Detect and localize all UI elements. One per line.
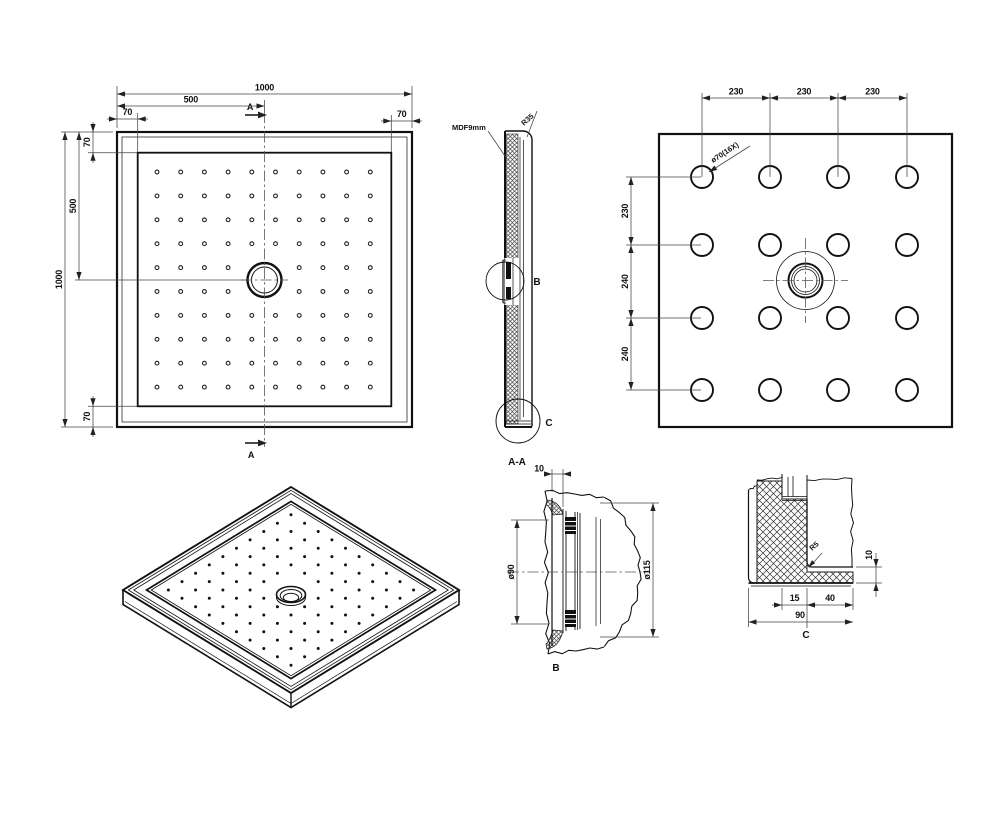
radius-callout-r35: R35 xyxy=(519,112,535,128)
dim-hole-spacing: 240 xyxy=(620,347,630,362)
section-marker-top: A xyxy=(245,102,267,119)
dim-edge-left-bottom: 70 xyxy=(82,412,92,422)
bottom-view-dim-arrows xyxy=(628,95,907,390)
radius-callout-r5: R5 xyxy=(808,539,821,552)
detail-b-dim-lines xyxy=(511,469,659,638)
detail-b-dim-arrows xyxy=(514,471,656,637)
dim-edge-top-right: 70 xyxy=(397,109,407,119)
detail-c-dim-arrows xyxy=(748,559,879,625)
section-marker-bottom: A xyxy=(245,439,267,460)
section-label: A-A xyxy=(508,457,526,468)
dim-hole-spacing: 240 xyxy=(620,274,630,289)
detail-c-circle xyxy=(495,398,541,444)
dim-hole-spacing: 230 xyxy=(797,87,812,97)
iso-dot-grid xyxy=(166,513,416,667)
detail-b-marker: B xyxy=(533,277,540,288)
detail-b-label: B xyxy=(552,663,559,674)
dim-total: 90 xyxy=(795,610,805,620)
material-callout: MDF9mm xyxy=(452,123,486,132)
bottom-view: ø70(16X) 230 230 230 230 240 240 xyxy=(620,87,954,429)
dim-edge-left-top: 70 xyxy=(82,137,92,147)
detail-c-view: R5 10 15 40 90 C xyxy=(747,474,882,641)
bottom-view-ext-lines xyxy=(626,93,908,391)
dim-groove: 15 xyxy=(790,593,800,603)
dim-height-total: 1000 xyxy=(54,270,64,289)
section-letter: A xyxy=(247,102,254,112)
dim-height-half: 500 xyxy=(68,199,78,214)
detail-b-view: 10 ø90 ø115 B xyxy=(506,464,659,674)
detail-c-marker: C xyxy=(545,418,552,429)
isometric-view xyxy=(123,487,459,708)
drain-iso xyxy=(275,585,307,606)
dim-hole-spacing: 230 xyxy=(865,87,880,97)
thread-blocks xyxy=(565,517,576,627)
dim-outer-dia: ø115 xyxy=(642,560,652,579)
dim-floor: 40 xyxy=(825,593,835,603)
dim-hole-spacing: 230 xyxy=(729,87,744,97)
detail-c-label: C xyxy=(802,630,809,641)
section-letter: A xyxy=(248,450,255,460)
detail-b-circle xyxy=(485,261,525,301)
dim-hole-spacing: 230 xyxy=(620,204,630,219)
dim-inner-dia: ø90 xyxy=(506,564,516,579)
dim-edge-top-left: 70 xyxy=(123,107,133,117)
drain-bottom xyxy=(763,238,848,323)
dim-width-total: 1000 xyxy=(255,83,274,93)
dim-thickness: 10 xyxy=(864,550,874,560)
plan-extension-lines xyxy=(61,86,413,428)
section-view: B C MDF9mm R35 A-A xyxy=(452,110,553,468)
dim-lip: 10 xyxy=(534,464,544,474)
drain-section xyxy=(502,258,519,305)
foot-hole-grid xyxy=(690,165,919,402)
plan-dim-arrows xyxy=(62,91,420,435)
plan-view: A A xyxy=(54,83,422,460)
dim-width-half: 500 xyxy=(184,95,199,105)
anti-slip-dot-grid xyxy=(154,169,373,390)
groove-slot xyxy=(781,474,808,501)
